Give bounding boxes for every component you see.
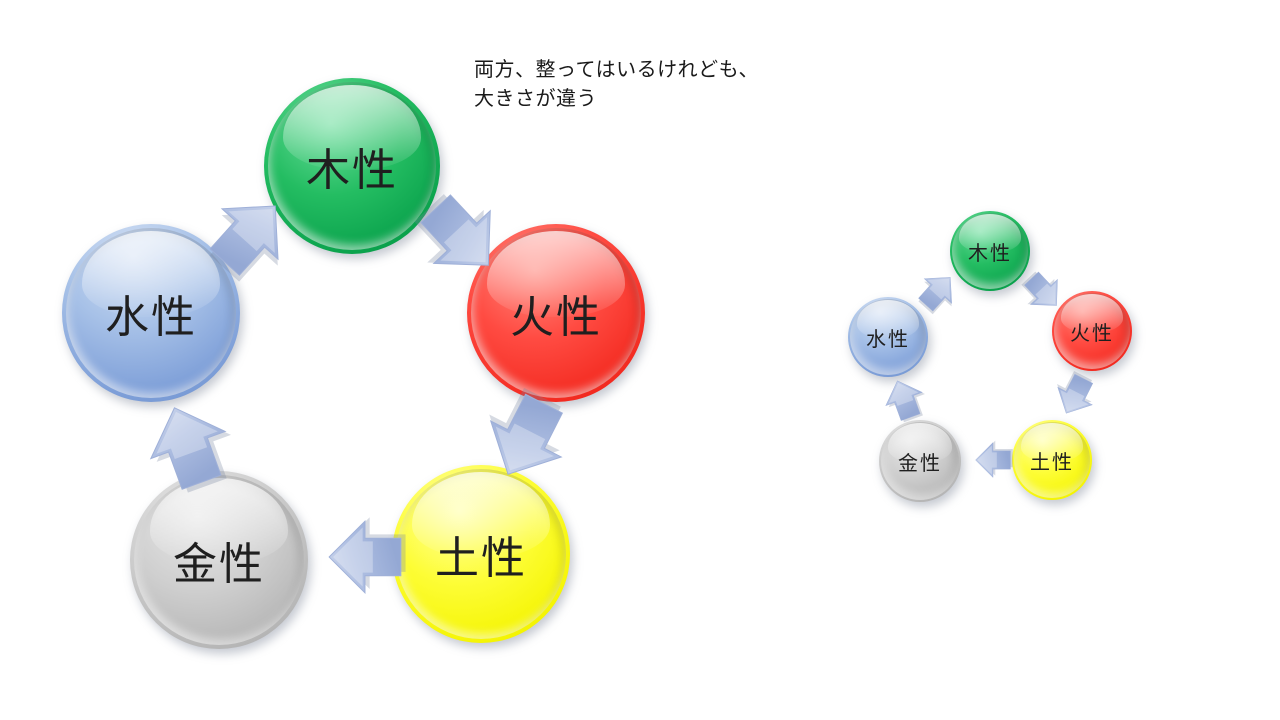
arrow-wood-to-fire-icon xyxy=(1014,262,1073,321)
node-label-water: 水性 xyxy=(105,293,197,342)
node-metal-large[interactable]: 金性 xyxy=(130,471,308,649)
arrow-water-to-wood-icon xyxy=(908,261,967,320)
node-label-earth: 土性 xyxy=(1030,451,1074,474)
arrow-fire-to-earth-icon xyxy=(465,380,586,498)
node-metal-small[interactable]: 金性 xyxy=(879,420,961,502)
explanatory-caption: 両方、整ってはいるけれども、 大きさが違う xyxy=(474,59,759,110)
arrow-metal-to-water-icon xyxy=(877,372,931,426)
arrow-fire-to-earth-icon xyxy=(1047,368,1103,424)
node-label-fire: 火性 xyxy=(1070,322,1114,345)
node-wood-large[interactable]: 木性 xyxy=(264,78,440,254)
node-water-large[interactable]: 水性 xyxy=(62,224,240,402)
node-earth-small[interactable]: 土性 xyxy=(1012,420,1092,500)
node-label-wood: 木性 xyxy=(306,146,398,195)
node-earth-large[interactable]: 土性 xyxy=(392,465,570,643)
arrow-water-to-wood-icon xyxy=(188,173,311,295)
node-label-fire: 火性 xyxy=(510,293,602,342)
node-label-earth: 土性 xyxy=(435,534,527,583)
node-fire-large[interactable]: 火性 xyxy=(467,224,645,402)
diagram-large-cycle: 木性火性土性 金性 水性 xyxy=(62,78,645,649)
node-water-small[interactable]: 水性 xyxy=(848,297,928,377)
arrow-earth-to-metal-icon xyxy=(326,508,406,606)
node-label-water: 水性 xyxy=(866,328,910,351)
arrow-earth-to-metal-icon xyxy=(974,437,1013,483)
node-label-metal: 金性 xyxy=(173,540,265,589)
node-fire-small[interactable]: 火性 xyxy=(1052,291,1132,371)
arrow-metal-to-water-icon xyxy=(131,389,245,501)
node-label-wood: 木性 xyxy=(968,242,1012,265)
node-label-metal: 金性 xyxy=(898,452,942,475)
node-wood-small[interactable]: 木性 xyxy=(950,211,1030,291)
diagram-small-cycle: 木性火性土性 金性 水性 xyxy=(830,195,1160,525)
arrow-wood-to-fire-icon xyxy=(400,175,525,299)
